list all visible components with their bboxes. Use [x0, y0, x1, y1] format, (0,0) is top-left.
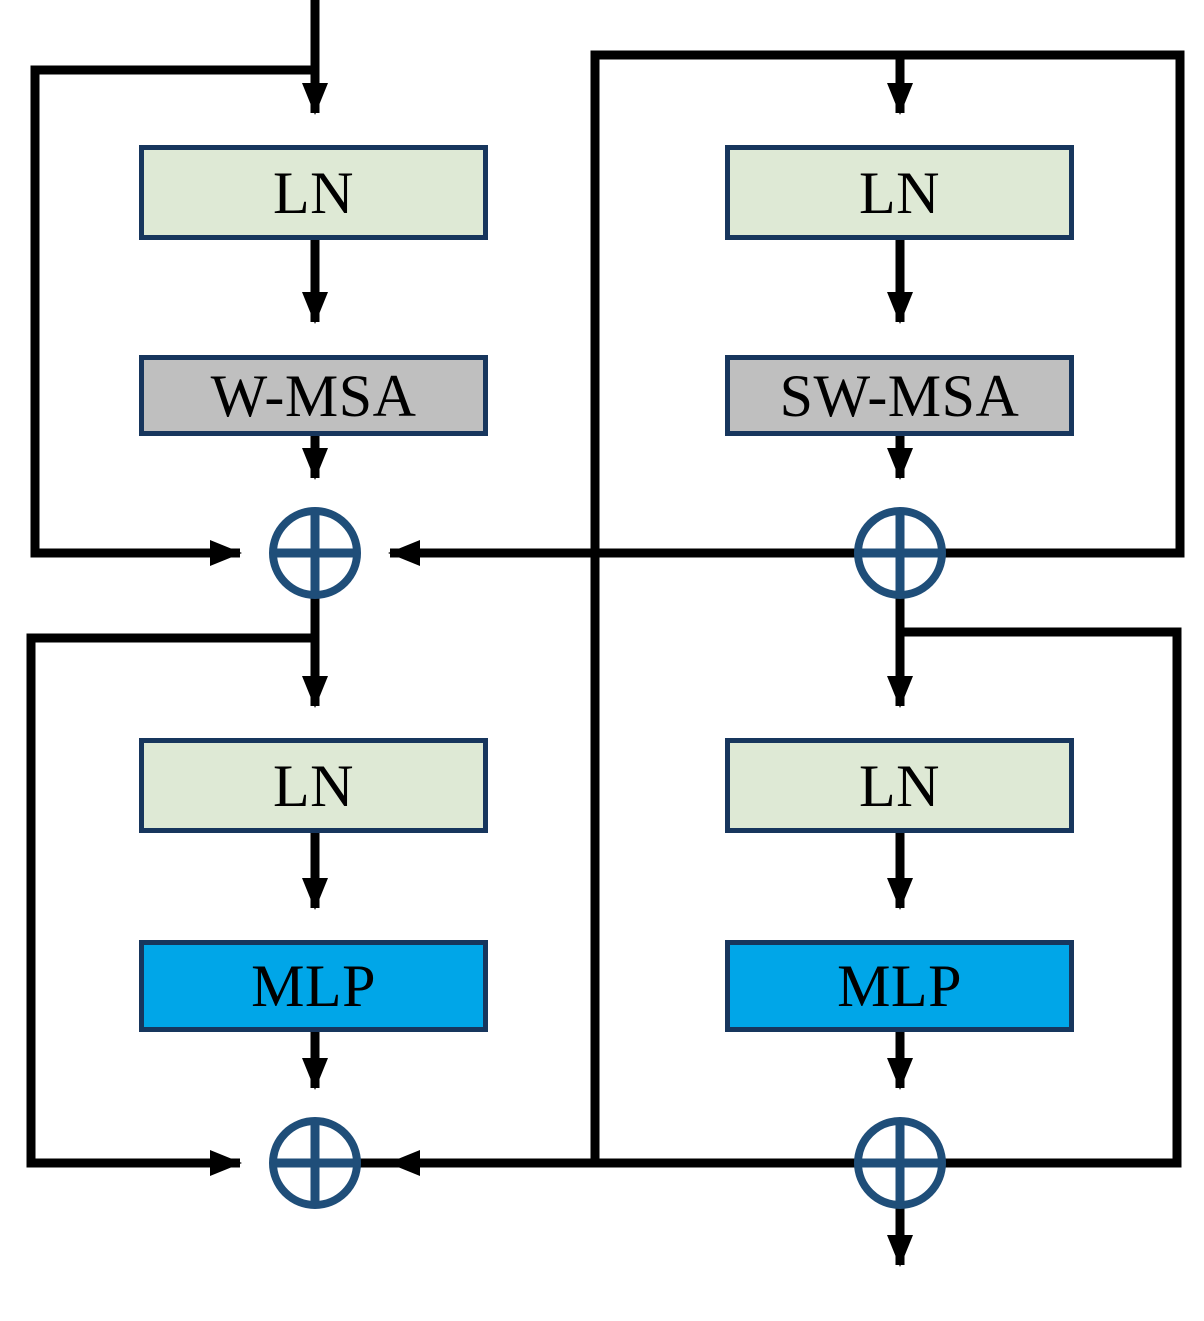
window-attention-box[interactable]: W-MSA [139, 355, 488, 436]
mlp-box-block2[interactable]: MLP [725, 940, 1074, 1032]
residual-skip-1-left [30, 65, 315, 566]
residual-skip-2-left [26, 633, 315, 1176]
residual-add-1-block1 [269, 507, 361, 599]
mlp-box-block1[interactable]: MLP [139, 940, 488, 1032]
shifted-window-attention-label: SW-MSA [779, 362, 1020, 429]
residual-skip-2-right [388, 627, 1182, 1176]
residual-skip-1-right [388, 50, 1185, 566]
residual-add-2-block1 [269, 1117, 361, 1209]
layernorm-label: LN [859, 159, 940, 226]
layernorm-box-block2-1[interactable]: LN [725, 145, 1074, 240]
layernorm-box-block2-2[interactable]: LN [725, 738, 1074, 833]
mlp-label: MLP [837, 953, 962, 1019]
layernorm-box-block1-2[interactable]: LN [139, 738, 488, 833]
shifted-window-attention-box[interactable]: SW-MSA [725, 355, 1074, 436]
residual-add-1-block2 [854, 507, 946, 599]
residual-add-2-block2 [854, 1117, 946, 1209]
mlp-label: MLP [251, 953, 376, 1019]
layernorm-box-block1-1[interactable]: LN [139, 145, 488, 240]
window-attention-label: W-MSA [210, 362, 417, 429]
layernorm-label: LN [273, 159, 354, 226]
layernorm-label: LN [859, 752, 940, 819]
layernorm-label: LN [273, 752, 354, 819]
